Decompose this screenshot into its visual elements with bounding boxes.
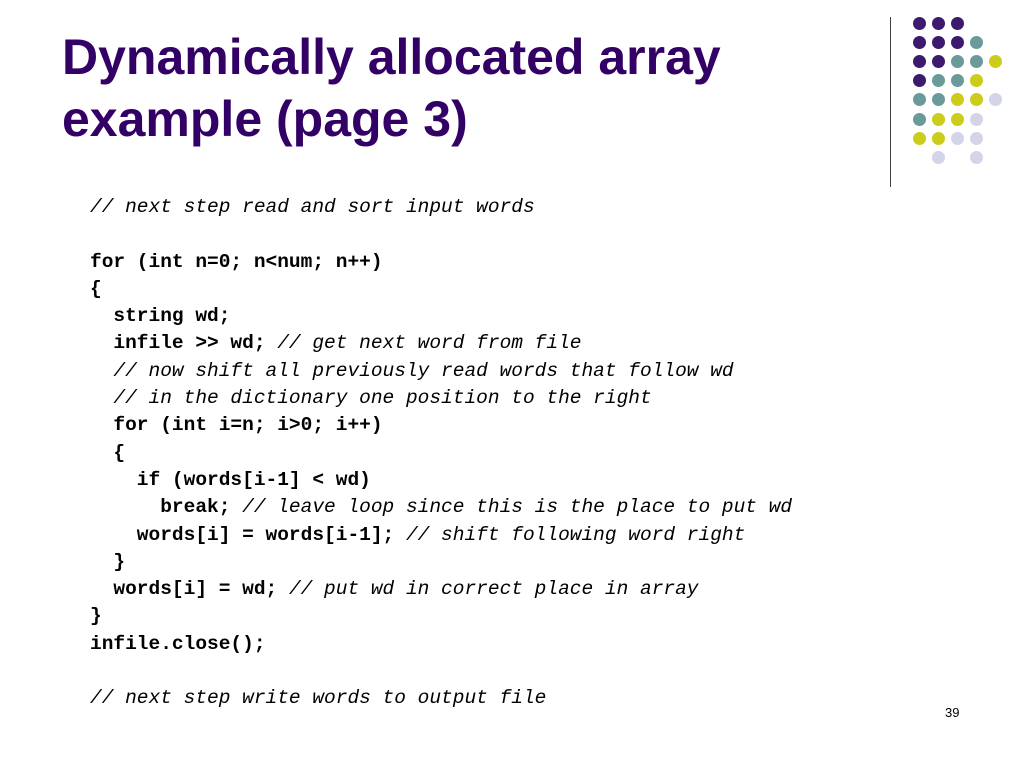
code-line: infile.close(); [90,631,792,658]
code-comment: // leave loop since this is the place to… [242,496,793,519]
code-block: // next step read and sort input words f… [90,194,792,713]
code-text: words[i] = wd; [90,578,289,601]
decorative-dot-purple [912,16,926,30]
code-text: for (int i=n; i>0; i++) [90,414,383,437]
code-line: string wd; [90,303,792,330]
decorative-dot-teal [970,54,984,68]
code-line: } [90,603,792,630]
decorative-dot-lime [912,131,926,145]
decorative-dot-lime [950,93,964,107]
decorative-dot-purple [912,74,926,88]
code-line: { [90,440,792,467]
code-line: // next step write words to output file [90,685,792,712]
code-text: infile.close(); [90,632,266,655]
code-text: string wd; [90,305,231,328]
code-text: } [90,605,102,628]
page-number: 39 [945,705,960,720]
code-line [90,658,792,685]
decorative-dot-purple [931,16,945,30]
decorative-dot-lime [931,131,945,145]
code-line: words[i] = wd; // put wd in correct plac… [90,576,792,603]
decorative-dot-teal [912,93,926,107]
decorative-dot-lavender [970,131,984,145]
decorative-dot-purple [950,35,964,49]
code-comment: // get next word from file [277,332,582,355]
code-line: // in the dictionary one position to the… [90,385,792,412]
slide-title-line-2: example (page 3) [62,91,468,147]
code-line: infile >> wd; // get next word from file [90,330,792,357]
slide-title: Dynamically allocated array example (pag… [62,26,721,150]
code-text: words[i] = words[i-1]; [90,523,406,546]
code-comment: // in the dictionary one position to the… [113,387,652,410]
code-text [90,387,113,409]
code-line: for (int n=0; n<num; n++) [90,249,792,276]
code-comment: // next step read and sort input words [90,196,535,218]
decorative-dot-lavender [950,131,964,145]
code-text: if (words[i-1] < wd) [90,468,371,491]
decorative-dot-teal [950,74,964,88]
code-text: } [90,550,126,573]
code-line: break; // leave loop since this is the p… [90,494,792,521]
decorative-dot-teal [970,35,984,49]
decorative-dot-lavender [970,150,984,164]
decorative-dot-purple [912,54,926,68]
code-text: break; [90,496,243,519]
header-divider [890,17,891,187]
decorative-dot-teal [950,54,964,68]
code-line: if (words[i-1] < wd) [90,467,792,494]
code-comment: // shift following word right [405,523,746,546]
code-line: // next step read and sort input words [90,194,792,221]
decorative-dot-lime [950,112,964,126]
code-line: for (int i=n; i>0; i++) [90,412,792,439]
code-line: } [90,549,792,576]
code-line [90,221,792,248]
decorative-dot-lime [931,112,945,126]
decorative-dot-lavender [989,93,1003,107]
decorative-dot-teal [931,93,945,107]
decorative-dot-lavender [931,150,945,164]
decorative-dot-purple [931,54,945,68]
code-comment: // next step write words to output file [90,687,547,710]
code-text: infile >> wd; [90,332,278,355]
code-comment: // now shift all previously read words t… [113,359,734,382]
slide-title-line-1: Dynamically allocated array [62,29,721,85]
code-comment: // put wd in correct place in array [288,578,699,601]
decorative-dot-lime [970,74,984,88]
code-line: // now shift all previously read words t… [90,358,792,385]
code-line: words[i] = words[i-1]; // shift followin… [90,522,792,549]
decorative-dot-purple [931,35,945,49]
decorative-dot-teal [931,74,945,88]
decorative-dot-purple [912,35,926,49]
code-text [90,360,113,382]
decorative-dot-lime [970,93,984,107]
code-text: for (int n=0; n<num; n++) [90,250,383,273]
decorative-dot-lime [989,54,1003,68]
decorative-dot-lavender [970,112,984,126]
code-text: { [90,441,126,464]
decorative-dot-teal [912,112,926,126]
code-text: { [90,277,102,300]
code-line: { [90,276,792,303]
decorative-dot-purple [950,16,964,30]
